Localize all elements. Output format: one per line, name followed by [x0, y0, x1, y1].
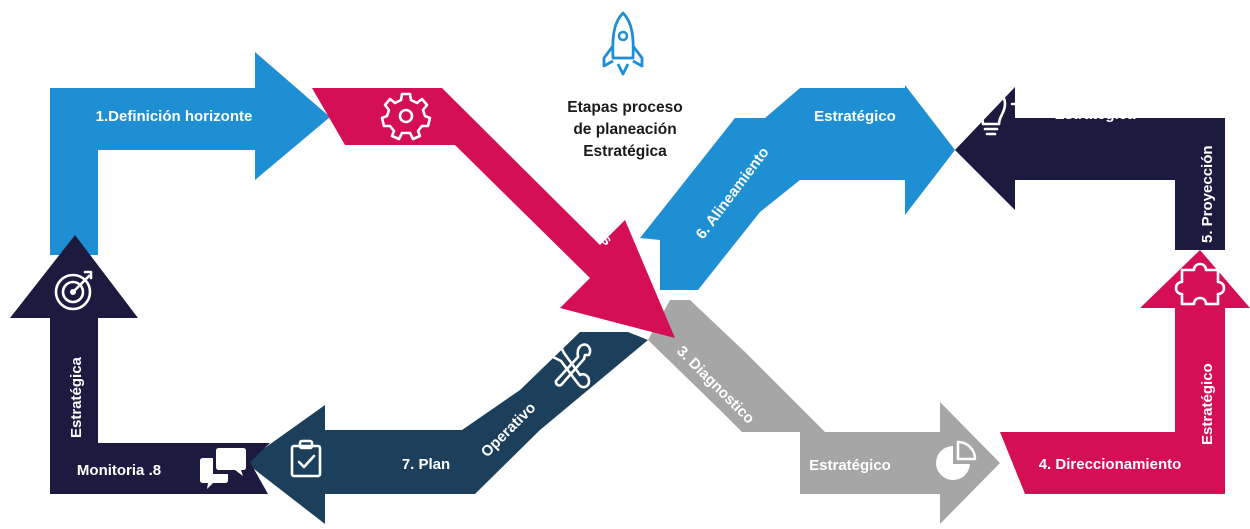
stage-4-label: 4. Direccionamiento [1039, 456, 1182, 473]
stage-7-label: 7. Plan [402, 456, 450, 473]
lightbulb-icon [963, 78, 1019, 136]
chat-icon [200, 448, 246, 489]
stage-3-diagnostico-shape [648, 300, 1000, 524]
puzzle-icon [1174, 262, 1226, 306]
stage-3-sublabel: Estratégico [809, 457, 891, 474]
stage-8-sublabel: Estratégica [68, 356, 85, 438]
clipboard-check-icon [290, 439, 322, 478]
target-icon [54, 270, 93, 311]
stage-4-sublabel: Estratégico [1199, 363, 1216, 445]
stage-1-label: 1.Definición horizonte [96, 108, 253, 125]
stage-1-definicion-shape [50, 52, 330, 255]
tools-icon [551, 343, 592, 389]
pie-chart-icon [936, 440, 977, 480]
stage-5-label: 5. Proyección [1199, 145, 1216, 243]
stage-6-alineamiento-shape [640, 85, 955, 290]
diagram-title-line-1: Etapas proceso [567, 99, 682, 116]
rocket-icon [602, 11, 644, 76]
diagram-title-line-3: Estratégica [583, 143, 667, 160]
stage-8-monitoria-shape [10, 235, 270, 494]
stage-7-plan-shape [245, 332, 648, 524]
stage-5-proyeccion-shape [955, 87, 1225, 250]
diagram-title-line-2: de planeación [573, 121, 676, 138]
stage-6-sublabel: Estratégico [814, 108, 896, 125]
stage-4-direccionamiento-shape [1000, 250, 1250, 494]
stage-2-principios-shape [312, 88, 675, 338]
stage-5-sublabel: Estratégica [1055, 106, 1137, 123]
gear-icon [380, 92, 432, 141]
stage-8-label: Monitoria .8 [77, 462, 161, 479]
